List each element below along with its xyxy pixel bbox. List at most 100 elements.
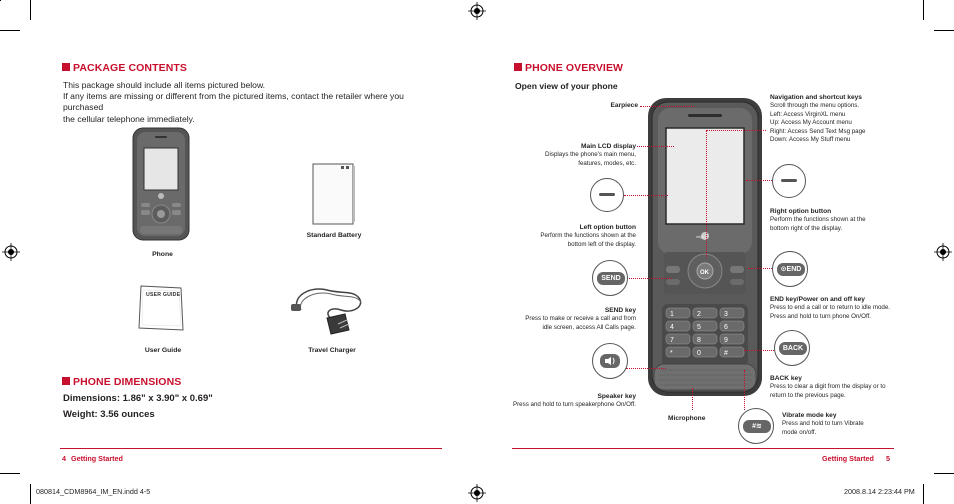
- label-end: END key/Power on and off key Press to en…: [770, 295, 930, 321]
- end-callout: ⊙END: [772, 251, 808, 287]
- svg-text:OK: OK: [700, 270, 710, 276]
- left-option-callout: [590, 178, 624, 212]
- label-end-desc: Press and hold to turn phone On/Off.: [770, 312, 872, 320]
- label-back-title: BACK key: [770, 375, 802, 382]
- vibrate-key-glyph: #≋: [743, 420, 771, 433]
- crop-mark: [30, 0, 31, 20]
- minus-icon: [599, 193, 615, 196]
- registration-mark-icon: [468, 484, 486, 502]
- label-main-lcd: Main LCD display Displays the phone's ma…: [516, 142, 636, 168]
- bullet-square-icon: [62, 377, 70, 385]
- svg-text:virgin: virgin: [696, 234, 706, 239]
- back-key-glyph: BACK: [779, 342, 807, 355]
- leader-microphone: [692, 388, 693, 410]
- crop-mark: [934, 30, 954, 31]
- crop-mark: [0, 30, 20, 31]
- package-intro-line: If any items are missing or different fr…: [63, 91, 404, 113]
- label-end-desc: Press to end a call or to return to idle…: [770, 304, 891, 311]
- label-left-option-title: Left option button: [579, 224, 636, 231]
- leader-vibrate: [744, 370, 745, 410]
- label-left-option-desc: bottom left of the display.: [567, 240, 636, 248]
- send-callout: SEND: [592, 260, 628, 296]
- crop-mark: [923, 484, 924, 504]
- user-guide-caption: User Guide: [144, 347, 182, 354]
- travel-charger-image: [291, 288, 362, 335]
- crop-mark: [0, 473, 20, 474]
- right-footer-section: Getting Started: [822, 454, 874, 463]
- svg-text:8: 8: [697, 337, 701, 344]
- label-speaker-desc: Press and hold to turn speakerphone On/O…: [512, 401, 636, 408]
- crop-mark: [934, 473, 954, 474]
- travel-charger-caption: Travel Charger: [308, 347, 356, 354]
- send-key-glyph: SEND: [597, 272, 625, 285]
- battery-caption: Standard Battery: [306, 232, 362, 239]
- footer-rule-right: [512, 448, 894, 449]
- registration-mark-icon: [934, 243, 952, 261]
- dimensions-weight: Weight: 3.56 ounces: [63, 409, 155, 420]
- label-right-option-desc: Perform the functions shown at the: [770, 216, 866, 223]
- leader-speaker: [626, 368, 666, 369]
- svg-text:*: *: [670, 350, 673, 357]
- label-nav-desc: Down: Access My Stuff menu: [770, 136, 851, 143]
- label-nav-desc: Right: Access Send Text Msg page: [770, 127, 866, 135]
- package-intro-line: the cellular telephone immediately.: [63, 113, 195, 124]
- power-icon: ⊙: [780, 266, 787, 273]
- svg-text:5: 5: [697, 324, 701, 331]
- label-main-lcd-desc: Displays the phone's main menu,: [545, 151, 636, 158]
- label-vibrate-desc: Press and hold to turn Vibrate: [782, 420, 864, 427]
- svg-text:4: 4: [670, 324, 674, 331]
- svg-text:2: 2: [697, 311, 701, 318]
- phone-caption: Phone: [152, 251, 173, 258]
- leader-nav-h: [706, 130, 766, 131]
- user-guide-image: [138, 285, 184, 331]
- label-earpiece: Earpiece: [610, 102, 639, 109]
- registration-mark-icon: [2, 243, 20, 261]
- minus-icon: [781, 179, 797, 182]
- package-contents-heading: PACKAGE CONTENTS: [62, 62, 187, 74]
- svg-text:3: 3: [724, 311, 728, 318]
- label-send-title: SEND key: [604, 307, 636, 314]
- label-back-desc: Press to clear a digit from the display …: [770, 383, 886, 390]
- bullet-square-icon: [62, 63, 70, 71]
- label-left-option: Left option button Perform the functions…: [496, 223, 636, 249]
- vibrate-callout: #≋: [738, 408, 774, 444]
- overview-subheading: Open view of your phone: [515, 81, 618, 91]
- svg-text:#: #: [724, 350, 728, 357]
- crop-mark: [30, 484, 31, 504]
- phone-overview-heading: PHONE OVERVIEW: [514, 62, 623, 74]
- label-nav-desc: Up: Access My Account menu: [770, 119, 852, 126]
- speaker-icon: [600, 354, 620, 368]
- left-page-number: 4: [62, 454, 66, 463]
- leader-right-option: [746, 180, 774, 181]
- left-footer-section: Getting Started: [71, 454, 123, 463]
- label-back: BACK key Press to clear a digit from the…: [770, 374, 930, 400]
- label-right-option-title: Right option button: [770, 208, 832, 215]
- label-nav-desc: Left: Access VirginXL menu: [770, 110, 846, 118]
- slug-file: 080814_CDM8964_IM_EN.indd 4-5: [36, 487, 151, 496]
- slug-timestamp: 2008.8.14 2:23:44 PM: [844, 487, 915, 496]
- label-nav-title: Navigation and shortcut keys: [770, 94, 862, 101]
- phone-product-image: [132, 127, 190, 241]
- vibrate-icon: ≋: [756, 423, 762, 430]
- leader-earpiece: [640, 106, 694, 107]
- label-vibrate-title: Vibrate mode key: [782, 412, 837, 419]
- label-microphone: Microphone: [668, 415, 706, 422]
- label-nav: Navigation and shortcut keys Scroll thro…: [770, 93, 920, 145]
- label-vibrate-desc: mode on/off.: [782, 428, 817, 436]
- leader-left-option: [624, 195, 668, 196]
- package-intro-line: This package should include all items pi…: [63, 80, 266, 90]
- leader-back: [744, 350, 774, 351]
- right-page-number: 5: [886, 454, 890, 463]
- footer-rule-left: [60, 448, 442, 449]
- label-speaker: Speaker key Press and hold to turn speak…: [476, 392, 636, 410]
- leader-end: [748, 268, 774, 269]
- label-vibrate: Vibrate mode key Press and hold to turn …: [782, 411, 912, 437]
- label-right-option-desc: bottom right of the display.: [770, 224, 843, 232]
- label-right-option: Right option button Perform the function…: [770, 207, 920, 233]
- leader-main-lcd: [637, 146, 674, 147]
- back-callout: BACK: [774, 330, 810, 366]
- user-guide-cover-text: USER GUIDE: [146, 292, 181, 298]
- registration-mark-icon: [468, 2, 486, 20]
- label-main-lcd-desc: features, modes, etc.: [578, 159, 636, 167]
